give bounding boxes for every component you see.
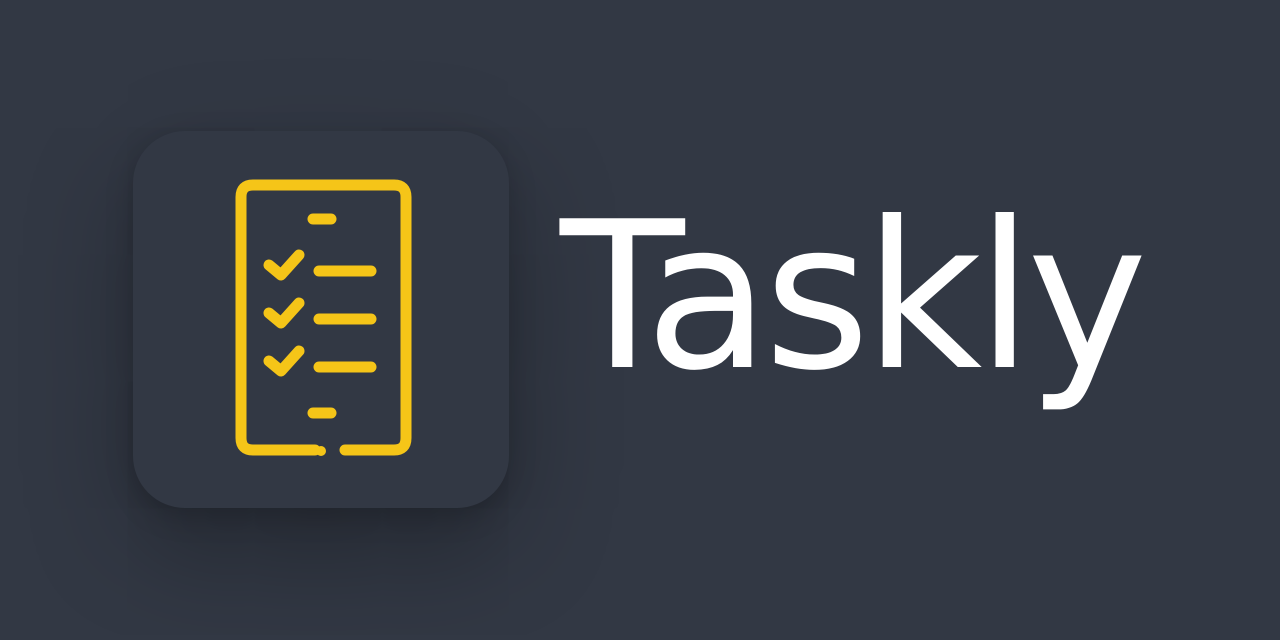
app-icon-tile [133,131,509,508]
checklist-phone-icon [235,179,412,456]
brand-wordmark: Taskly [560,179,1148,416]
